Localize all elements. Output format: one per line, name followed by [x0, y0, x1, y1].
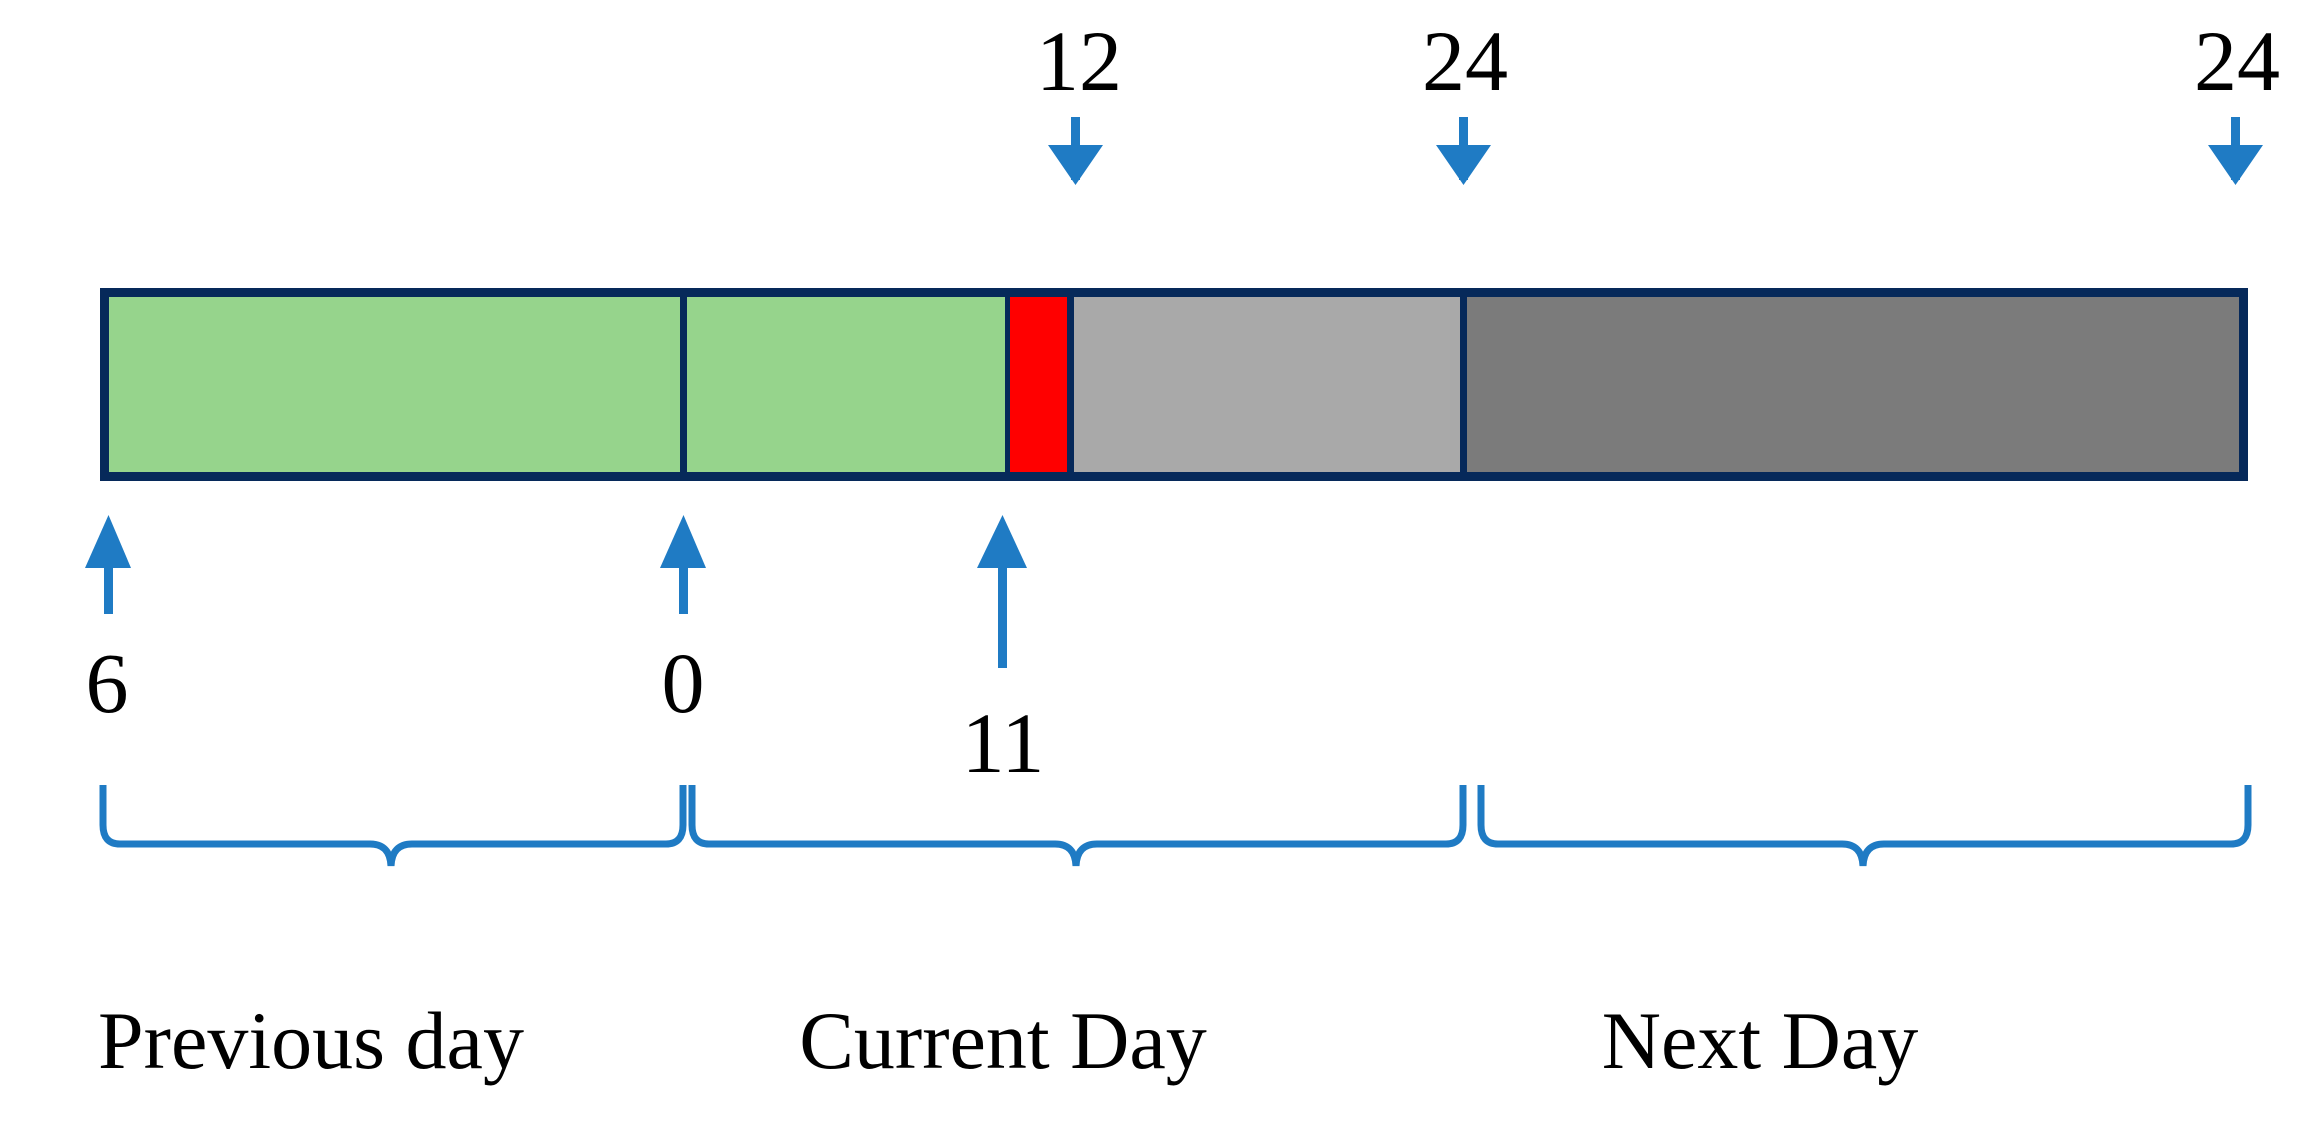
brace-label-next-day: Next Day — [1601, 995, 1919, 1086]
segment-current-day-green — [683, 288, 1007, 481]
brace-label-current-day: Current Day — [799, 995, 1207, 1086]
up-arrow-6-icon — [85, 515, 131, 614]
down-arrow-24-current-icon — [1436, 117, 1491, 185]
top-marker-label-24-next: 24 — [2194, 13, 2280, 109]
bottom-arrows — [85, 515, 1027, 668]
brace-current-day — [688, 785, 1467, 867]
brace-next-day — [1477, 785, 2252, 867]
brace-label-previous-day: Previous day — [98, 995, 524, 1086]
underbraces — [99, 785, 2252, 867]
top-marker-label-24-current: 24 — [1422, 13, 1508, 109]
segment-current-day-red — [1007, 288, 1070, 481]
segment-current-day-light-gray — [1070, 288, 1463, 481]
brace-previous-day — [99, 785, 687, 867]
segment-previous-day-green — [100, 288, 683, 481]
up-arrow-0-icon — [660, 515, 706, 614]
segment-next-day-dark-gray — [1463, 288, 2248, 481]
timeline-bar-outline — [100, 288, 2248, 481]
bottom-marker-label-6: 6 — [85, 635, 129, 731]
bottom-marker-label-0: 0 — [661, 635, 705, 731]
down-arrow-12-icon — [1048, 117, 1103, 185]
top-arrows — [1048, 117, 2263, 185]
down-arrow-24-next-icon — [2208, 117, 2263, 185]
bottom-marker-label-11: 11 — [961, 695, 1045, 791]
timeline-bar — [100, 288, 2248, 481]
up-arrow-11-icon — [977, 515, 1027, 668]
top-marker-label-12: 12 — [1036, 13, 1122, 109]
